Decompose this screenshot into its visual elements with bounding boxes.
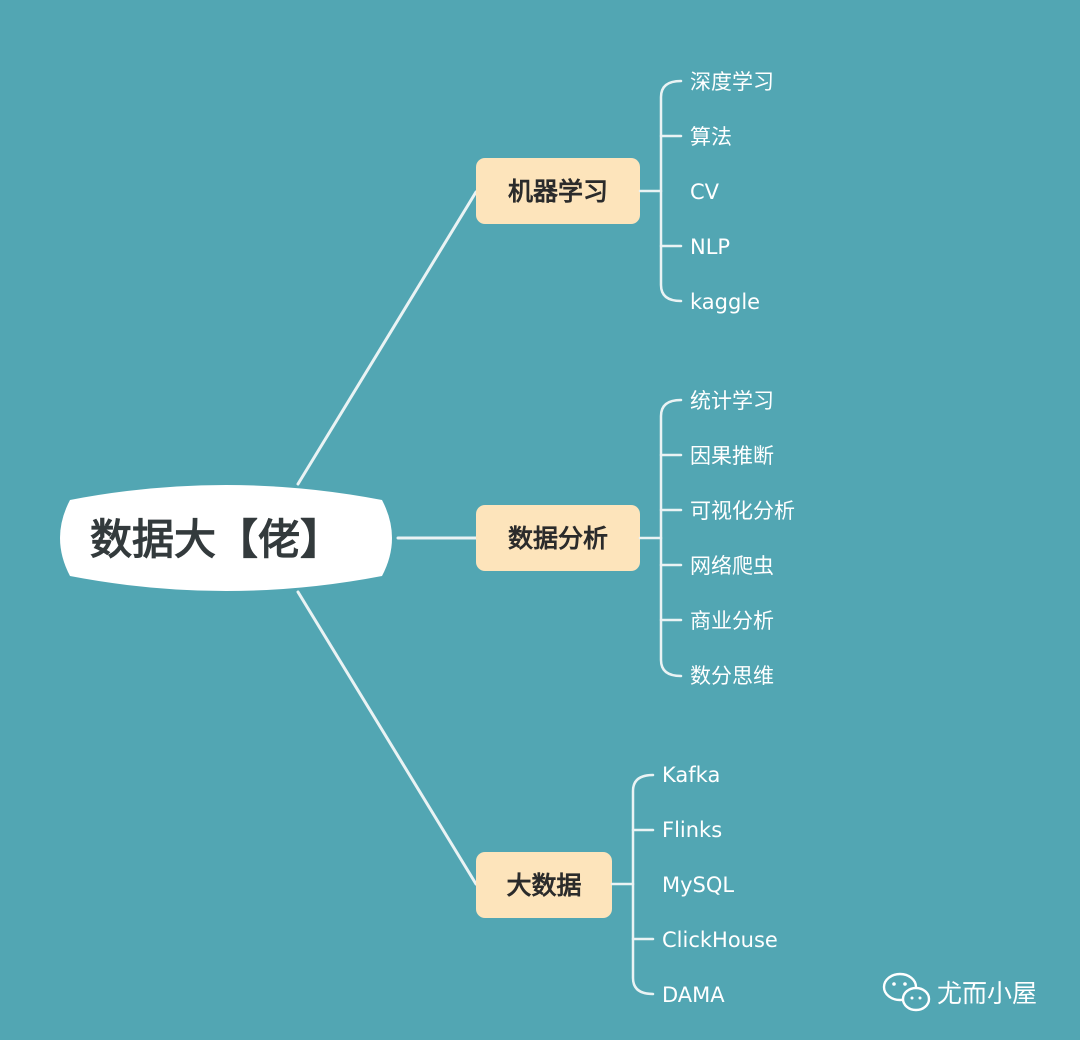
leaf-item: kaggle [690,290,760,314]
leaf-item: 因果推断 [690,444,774,468]
branch-node-box [476,158,640,224]
root-connectors [296,190,478,886]
leaf-item: 可视化分析 [690,499,795,523]
branch-data-analysis: 数据分析 统计学习 因果推断 可视化分析 网络爬虫 商业分析 数分思维 [476,389,795,688]
leaf-item: Kafka [662,763,720,787]
leaf-item: CV [690,180,720,204]
branch-node-label: 机器学习 [508,177,608,206]
connector-root-to-branch-1 [296,190,478,486]
leaf-item: 算法 [690,125,732,149]
branch-bracket [610,773,655,996]
root-node-label: 数据大【佬】 [90,515,342,564]
wechat-icon [882,972,931,1012]
leaf-item: 网络爬虫 [690,554,774,578]
leaf-list: 统计学习 因果推断 可视化分析 网络爬虫 商业分析 数分思维 [690,389,795,688]
watermark-text: 尤而小屋 [937,979,1037,1008]
branch-big-data: 大数据 Kafka Flinks MySQL ClickHouse DAMA [476,763,778,1007]
leaf-list: 深度学习 算法 CV NLP kaggle [690,70,774,314]
leaf-list: Kafka Flinks MySQL ClickHouse DAMA [662,763,778,1007]
branch-bracket [638,398,683,678]
leaf-item: MySQL [662,873,734,897]
branch-node-label: 大数据 [506,871,581,900]
branch-machine-learning: 机器学习 深度学习 算法 CV NLP kaggle [476,70,774,314]
branch-node-box [476,505,640,571]
branch-node-box [476,852,612,918]
leaf-item: 统计学习 [690,389,774,413]
leaf-item: 数分思维 [690,664,774,688]
leaf-item: Flinks [662,818,722,842]
watermark: 尤而小屋 [882,972,1037,1012]
root-node-shape [60,485,392,591]
root-node: 数据大【佬】 [60,485,392,591]
leaf-item: 深度学习 [690,70,774,94]
leaf-item: 商业分析 [690,609,774,633]
leaf-item: NLP [690,235,730,259]
branch-node-label: 数据分析 [508,524,608,553]
leaf-item: ClickHouse [662,928,778,952]
leaf-item: DAMA [662,983,725,1007]
connector-root-to-branch-3 [296,590,478,886]
branch-bracket [638,79,683,303]
